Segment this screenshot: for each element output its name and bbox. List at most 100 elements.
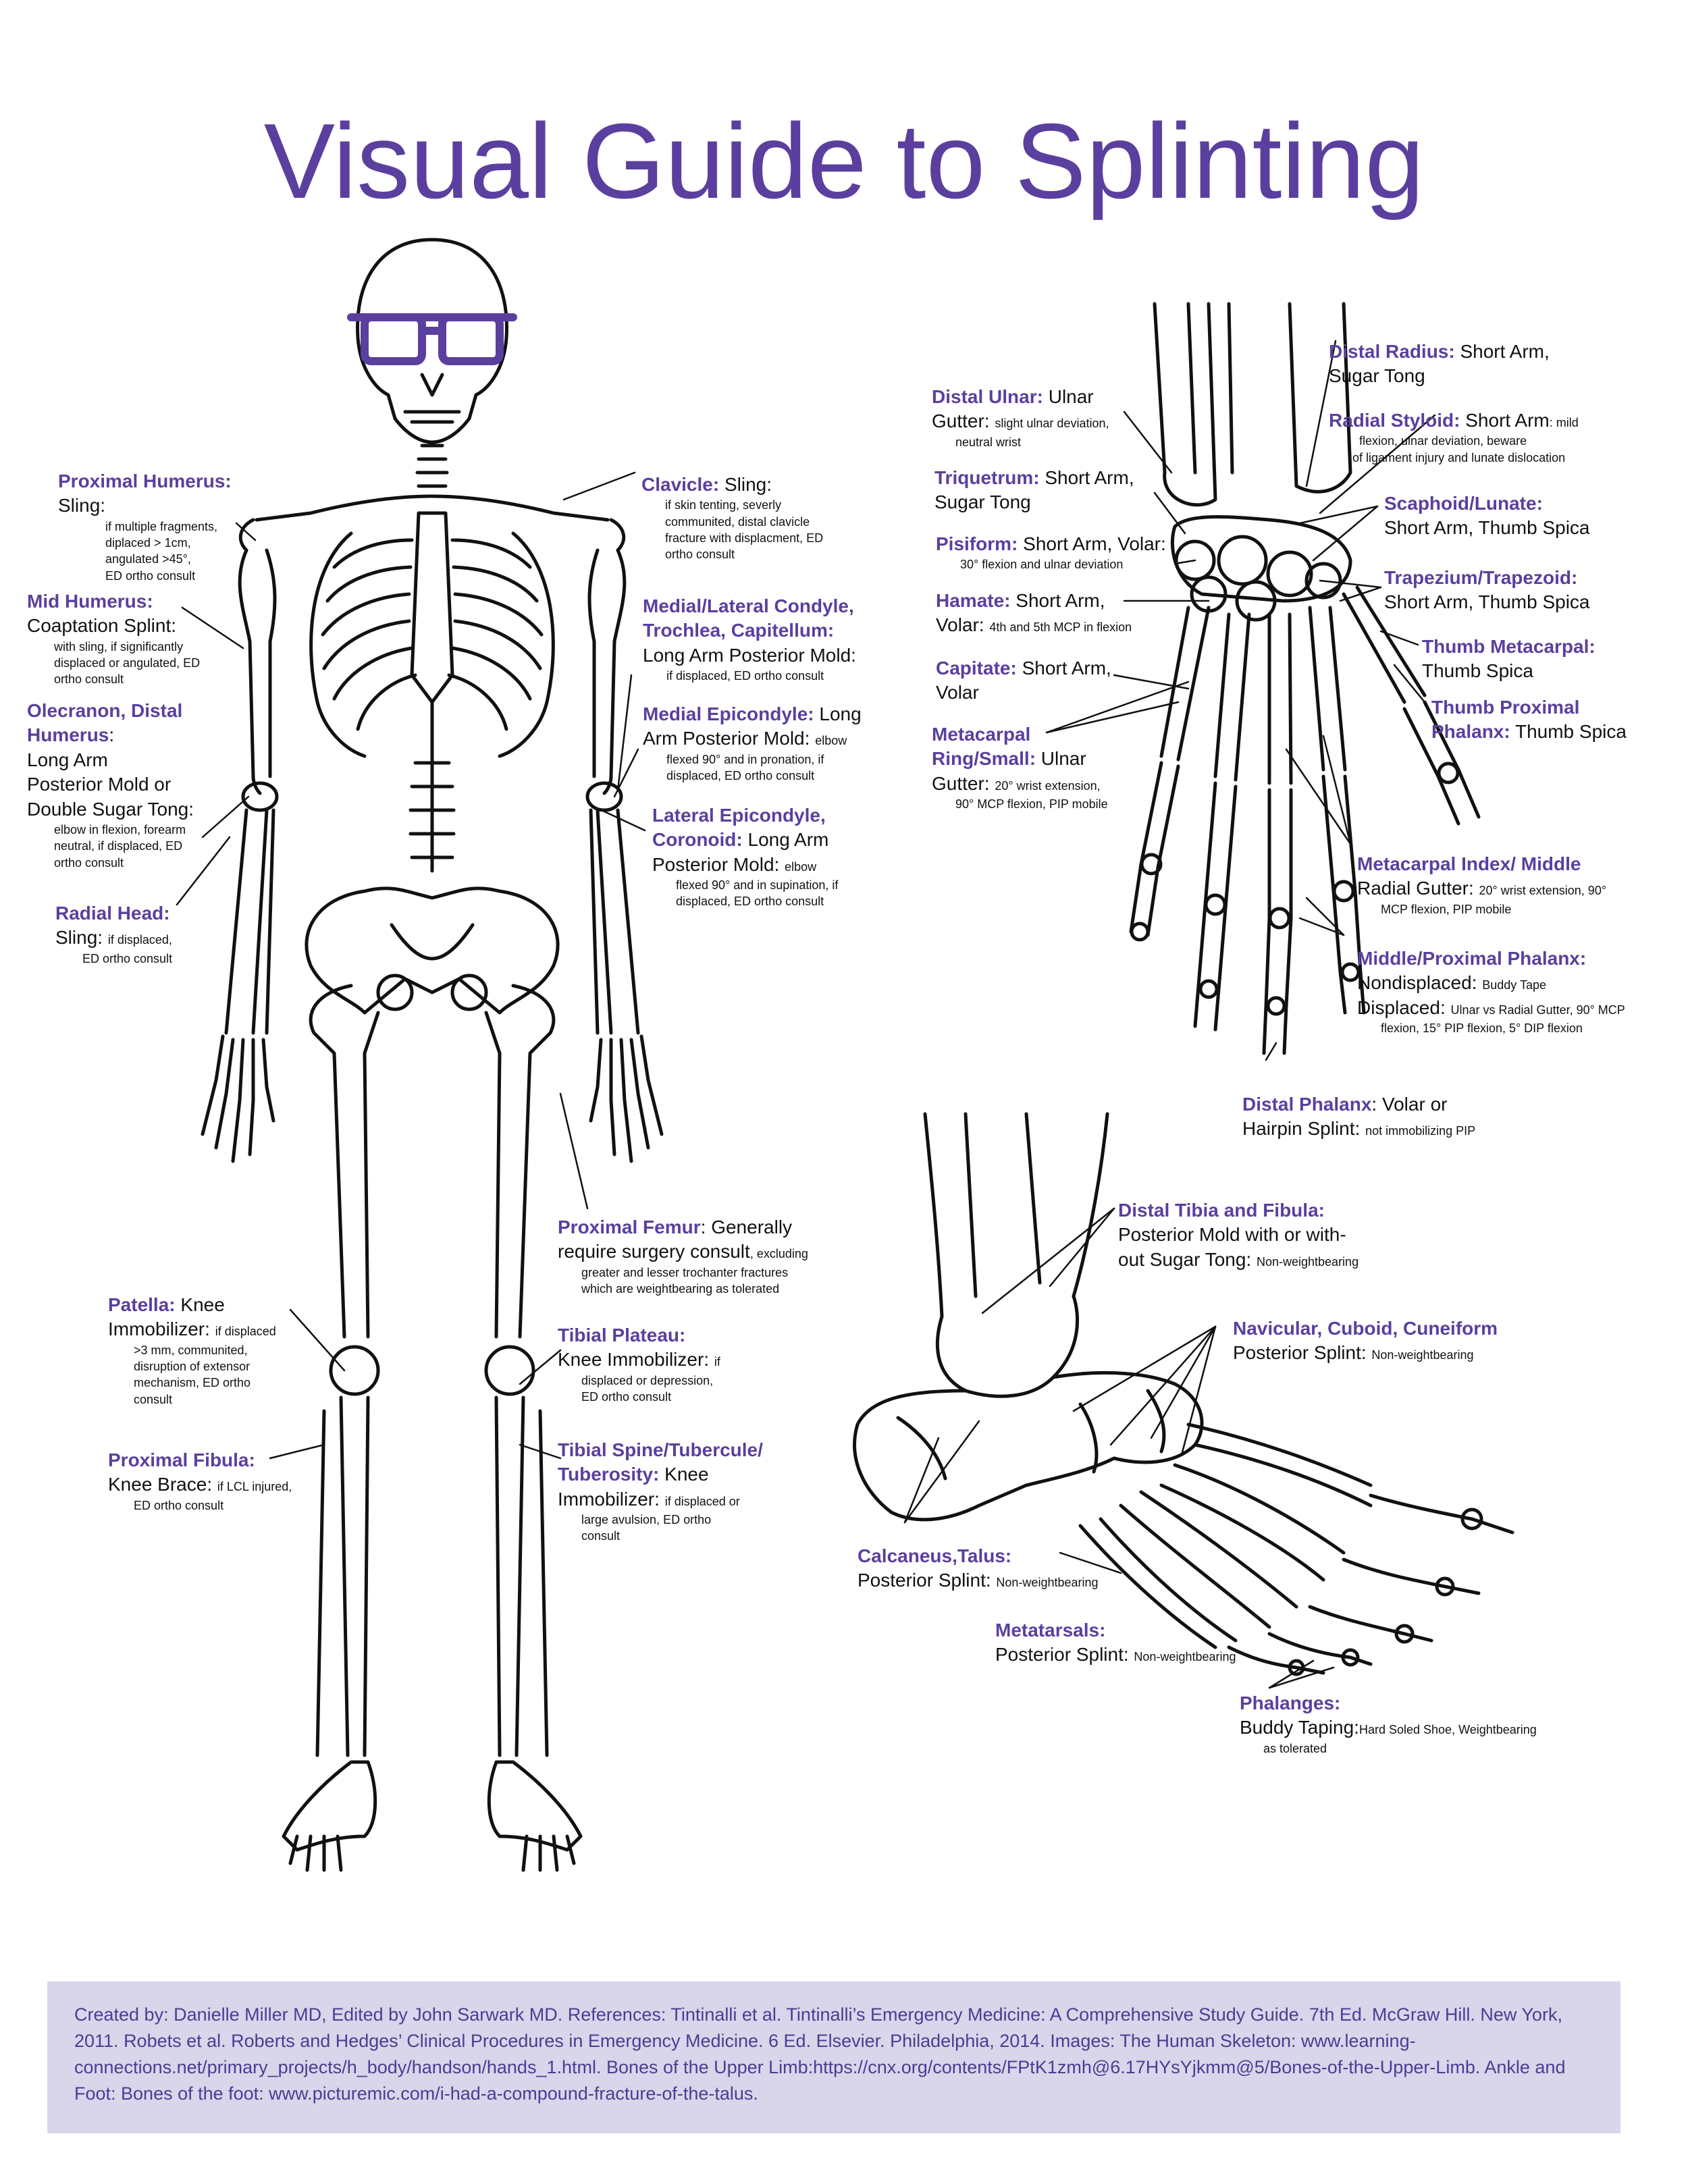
label-metatarsals-note-inline: Non-weightbearing [1134, 1650, 1236, 1664]
label-pisiform-name: Pisiform: [936, 533, 1018, 554]
label-scaphoid-text: Short Arm, Thumb Spica [1384, 517, 1590, 539]
label-olecranon-name-2: Humerus [27, 724, 109, 746]
label-navicular-name: Navicular, Cuboid, Cuneiform [1233, 1318, 1498, 1339]
label-tibial-plateau: Tibial Plateau: Knee Immobilizer: if dis… [558, 1323, 720, 1405]
label-distal-phalanx-note-inline: not immobilizing PIP [1365, 1124, 1476, 1138]
label-clavicle-text: Sling: [724, 474, 772, 495]
label-condyle-name-1: Trochlea, Capitellum: [643, 620, 835, 641]
label-clavicle: Clavicle: Sling: if skin tenting, severl… [641, 473, 823, 563]
label-metatarsals-text: Posterior Splint: [995, 1644, 1129, 1666]
label-olecranon-note-0: elbow in flexion, forearm [54, 822, 186, 836]
label-tibial-spine-text-0: Knee [664, 1464, 709, 1485]
label-thumb-metacarpal: Thumb Metacarpal: Thumb Spica [1422, 635, 1595, 684]
label-distal-ulnar: Distal Ulnar: Ulnar Gutter: slight ulnar… [932, 385, 1109, 450]
label-proximal-femur-note-0: greater and lesser trochanter fractures [581, 1265, 789, 1279]
label-condyle-name-0: Medial/Lateral Condyle, [643, 595, 854, 616]
label-distal-ulnar-text-0: Ulnar [1048, 386, 1094, 407]
credits-footer: Created by: Danielle Miller MD, Edited b… [47, 1981, 1620, 2133]
foot-leaders [903, 1207, 1335, 1689]
label-proximal-humerus-note-2: angulated >45°, [105, 552, 191, 566]
label-radial-styloid-name: Radial Styloid: [1329, 410, 1460, 431]
label-distal-radius-text-0: Short Arm, [1460, 341, 1550, 362]
label-clavicle-note-1: communited, distal clavicle [665, 514, 810, 529]
label-proximal-femur-name: Proximal Femur [558, 1217, 701, 1237]
label-proximal-femur-text-0: Generally [711, 1217, 793, 1237]
label-distal-radius-text-1: Sugar Tong [1329, 365, 1425, 387]
label-patella-note-2: mechanism, ED ortho [134, 1376, 251, 1390]
label-olecranon-text-1: Posterior Mold or [27, 774, 172, 795]
foot-right [487, 1760, 583, 1872]
label-proximal-fibula-note-0: ED ortho consult [134, 1498, 224, 1512]
label-olecranon-note-1: neutral, if displaced, ED [54, 839, 183, 853]
label-thumb-proximal-name-1: Phalanx: [1431, 721, 1510, 743]
label-mid-humerus: Mid Humerus: Coaptation Splint: with sli… [27, 589, 200, 688]
label-clavicle-note-0: if skin tenting, severly [665, 498, 782, 512]
label-metacarpal-ring-name-0: Metacarpal [932, 724, 1031, 745]
label-medial-epicondyle: Medial Epicondyle: Long Arm Posterior Mo… [643, 702, 862, 784]
label-metacarpal-index-middle: Metacarpal Index/ Middle Radial Gutter: … [1357, 852, 1606, 917]
label-metatarsals: Metatarsals: Posterior Splint: Non-weigh… [995, 1618, 1236, 1668]
label-distal-tibia-name: Distal Tibia and Fibula: [1118, 1200, 1325, 1221]
label-distal-ulnar-text-1: Gutter: [932, 410, 990, 432]
label-pisiform-text: Short Arm, Volar: [1023, 533, 1166, 554]
foot-figure [853, 1112, 1514, 1676]
label-proximal-fibula-text: Knee Brace: [108, 1474, 213, 1495]
label-radial-head-note-0: ED ortho consult [82, 951, 173, 965]
label-triquetrum: Triquetrum: Short Arm, Sugar Tong [934, 466, 1134, 515]
label-proximal-femur: Proximal Femur: Generally require surger… [558, 1215, 808, 1297]
ribcage [309, 531, 555, 758]
label-triquetrum-text-1: Sugar Tong [934, 491, 1031, 513]
label-phalanges-note-0: as tolerated [1263, 1741, 1327, 1755]
label-radial-head-text: Sling: [55, 927, 103, 949]
skeleton-figure [201, 238, 664, 1872]
label-proximal-fibula-name: Proximal Fibula: [108, 1449, 255, 1470]
label-proximal-femur-note-inline: , excluding [749, 1247, 808, 1261]
label-tibial-spine-note-0: large avulsion, ED ortho [581, 1513, 712, 1527]
patella-left [329, 1345, 380, 1396]
label-calcaneus-text: Posterior Splint: [858, 1570, 991, 1591]
label-radial-styloid-note-1: of ligament injury and lunate dislocatio… [1352, 450, 1566, 464]
label-middle-proximal-phalanx-name: Middle/Proximal Phalanx: [1357, 948, 1587, 969]
label-metacarpal-ring-name-1: Ring/Small: [932, 748, 1036, 770]
label-calcaneus-note-inline: Non-weightbearing [996, 1576, 1099, 1590]
label-patella-note-3: consult [134, 1392, 173, 1406]
label-medial-epicondyle-name: Medial Epicondyle: [643, 703, 814, 724]
humerus-right [587, 548, 627, 795]
label-tibial-spine-name-0: Tibial Spine/Tubercule/ [558, 1439, 763, 1460]
label-middle-proximal-phalanx: Middle/Proximal Phalanx: Nondisplaced: B… [1357, 947, 1625, 1036]
label-clavicle-name: Clavicle: [641, 474, 720, 495]
label-distal-radius: Distal Radius: Short Arm, Sugar Tong [1329, 340, 1550, 389]
label-triquetrum-name: Triquetrum: [934, 467, 1040, 488]
label-middle-proximal-phalanx-text-2: Displaced: [1357, 996, 1446, 1018]
label-radial-head: Radial Head: Sling: if displaced, ED ort… [55, 901, 172, 967]
label-olecranon: Olecranon, Distal Humerus: Long Arm Post… [27, 699, 194, 871]
label-patella-text-1: Immobilizer: [108, 1319, 210, 1340]
label-mid-humerus-note-2: ortho consult [54, 672, 124, 687]
femur-right [484, 984, 556, 1339]
label-radial-head-name: Radial Head: [55, 903, 170, 924]
label-proximal-humerus-name: Proximal Humerus: [58, 471, 232, 491]
label-hamate-text-1: Volar: [936, 614, 984, 636]
label-patella: Patella: Knee Immobilizer: if displaced … [108, 1293, 276, 1408]
label-condyle-text: Long Arm Posterior Mold: [643, 644, 856, 666]
label-capitate: Capitate: Short Arm, Volar [936, 656, 1111, 705]
label-tibial-spine-name-1: Tuberosity: [558, 1464, 660, 1485]
pelvis [305, 886, 560, 1015]
label-metacarpal-ring-small: Metacarpal Ring/Small: Ulnar Gutter: 20°… [932, 722, 1108, 812]
label-tibial-spine: Tibial Spine/Tubercule/ Tuberosity: Knee… [558, 1438, 763, 1545]
label-clavicle-note-3: ortho consult [665, 548, 735, 562]
label-middle-proximal-phalanx-note-inline-2: Ulnar vs Radial Gutter, 90° MCP [1450, 1003, 1625, 1017]
label-radial-styloid: Radial Styloid: Short Arm: mild flexion,… [1329, 408, 1579, 466]
label-thumb-proximal-phalanx: Thumb Proximal Phalanx: Thumb Spica [1431, 695, 1627, 745]
label-capitate-text-0: Short Arm, [1022, 658, 1111, 678]
label-navicular-text: Posterior Splint: [1233, 1342, 1367, 1364]
label-mid-humerus-note-0: with sling, if significantly [54, 639, 184, 654]
label-metacarpal-ring-note-0: 90° MCP flexion, PIP mobile [955, 797, 1108, 811]
patella-right [484, 1345, 535, 1396]
label-phalanges: Phalanges: Buddy Taping:Hard Soled Shoe,… [1240, 1691, 1537, 1757]
femur-left [309, 984, 380, 1339]
credits-text: Created by: Danielle Miller MD, Edited b… [74, 2004, 1566, 2104]
label-mid-humerus-note-1: displaced or angulated, ED [54, 656, 201, 670]
label-pisiform-note-0: 30° flexion and ulnar deviation [960, 558, 1124, 572]
